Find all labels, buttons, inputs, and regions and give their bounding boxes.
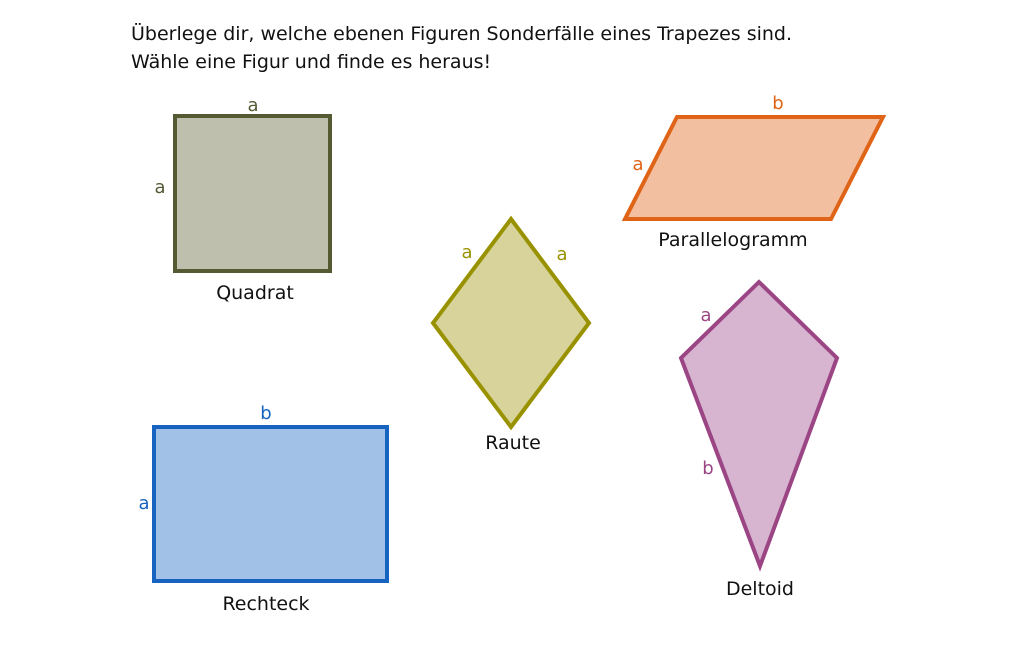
instruction-line-2: Wähle eine Figur und finde es heraus! xyxy=(131,51,492,73)
parallelogramm-shape[interactable] xyxy=(621,115,887,221)
raute-figure[interactable]: a a Raute xyxy=(430,215,592,454)
deltoid-side-lower-label: b xyxy=(702,458,713,479)
deltoid-side-upper-label: a xyxy=(700,305,711,326)
deltoid-shape[interactable] xyxy=(678,279,840,572)
quadrat-side-left-label: a xyxy=(154,177,165,198)
rechteck-shape[interactable] xyxy=(152,425,389,583)
rechteck-side-top-label: b xyxy=(260,403,271,424)
parallelogramm-side-top-label: b xyxy=(772,93,783,114)
deltoid-name: Deltoid xyxy=(726,578,794,600)
rechteck-side-left-label: a xyxy=(138,493,149,514)
quadrat-figure[interactable]: a a Quadrat xyxy=(154,95,332,304)
raute-shape[interactable] xyxy=(430,215,592,431)
quadrat-name: Quadrat xyxy=(216,282,294,304)
raute-side-right-label: a xyxy=(556,244,567,265)
raute-name: Raute xyxy=(485,432,541,454)
parallelogramm-side-left-label: a xyxy=(632,154,643,175)
raute-side-left-label: a xyxy=(461,242,472,263)
deltoid-figure[interactable]: a b Deltoid xyxy=(678,279,840,600)
instructions: Überlege dir, welche ebenen Figuren Sond… xyxy=(131,20,792,76)
parallelogramm-figure[interactable]: b a Parallelogramm xyxy=(621,93,887,251)
quadrat-shape[interactable] xyxy=(173,114,332,273)
parallelogramm-name: Parallelogramm xyxy=(658,229,807,251)
instruction-line-1: Überlege dir, welche ebenen Figuren Sond… xyxy=(131,23,793,45)
quadrat-side-top-label: a xyxy=(247,95,258,116)
rechteck-figure[interactable]: b a Rechteck xyxy=(138,403,389,615)
rechteck-name: Rechteck xyxy=(222,593,309,615)
